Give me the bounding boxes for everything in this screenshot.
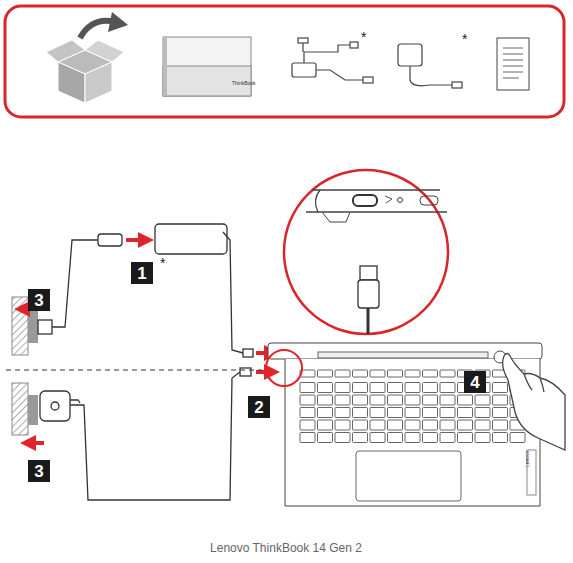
callout-number: 1 <box>131 262 153 284</box>
brand-text: Lenovo <box>525 451 530 467</box>
footnote-mark: * <box>160 256 165 270</box>
callout-number: 3 <box>28 460 50 482</box>
closed-laptop <box>163 37 251 96</box>
wall-adapter <box>398 44 462 88</box>
callout-number: 4 <box>464 371 486 393</box>
box-icon <box>46 12 128 103</box>
divider-dashed <box>6 370 262 371</box>
footnote-mark: * <box>361 30 366 44</box>
callout-number: 3 <box>28 289 50 311</box>
cables <box>38 224 253 500</box>
document-icon <box>497 38 529 90</box>
wall-sockets <box>12 297 38 435</box>
footnote-mark: * <box>462 32 467 46</box>
contents-frame <box>5 6 564 117</box>
port-closeup <box>284 170 448 334</box>
usb-c-adapter-cable <box>292 38 373 83</box>
caption: Lenovo ThinkBook 14 Gen 2 <box>210 542 362 554</box>
hand <box>503 354 565 451</box>
laptop <box>268 343 542 506</box>
brand-text: ThinkBook <box>232 81 256 86</box>
port-highlight <box>266 350 302 386</box>
callout-number: 2 <box>248 396 270 418</box>
